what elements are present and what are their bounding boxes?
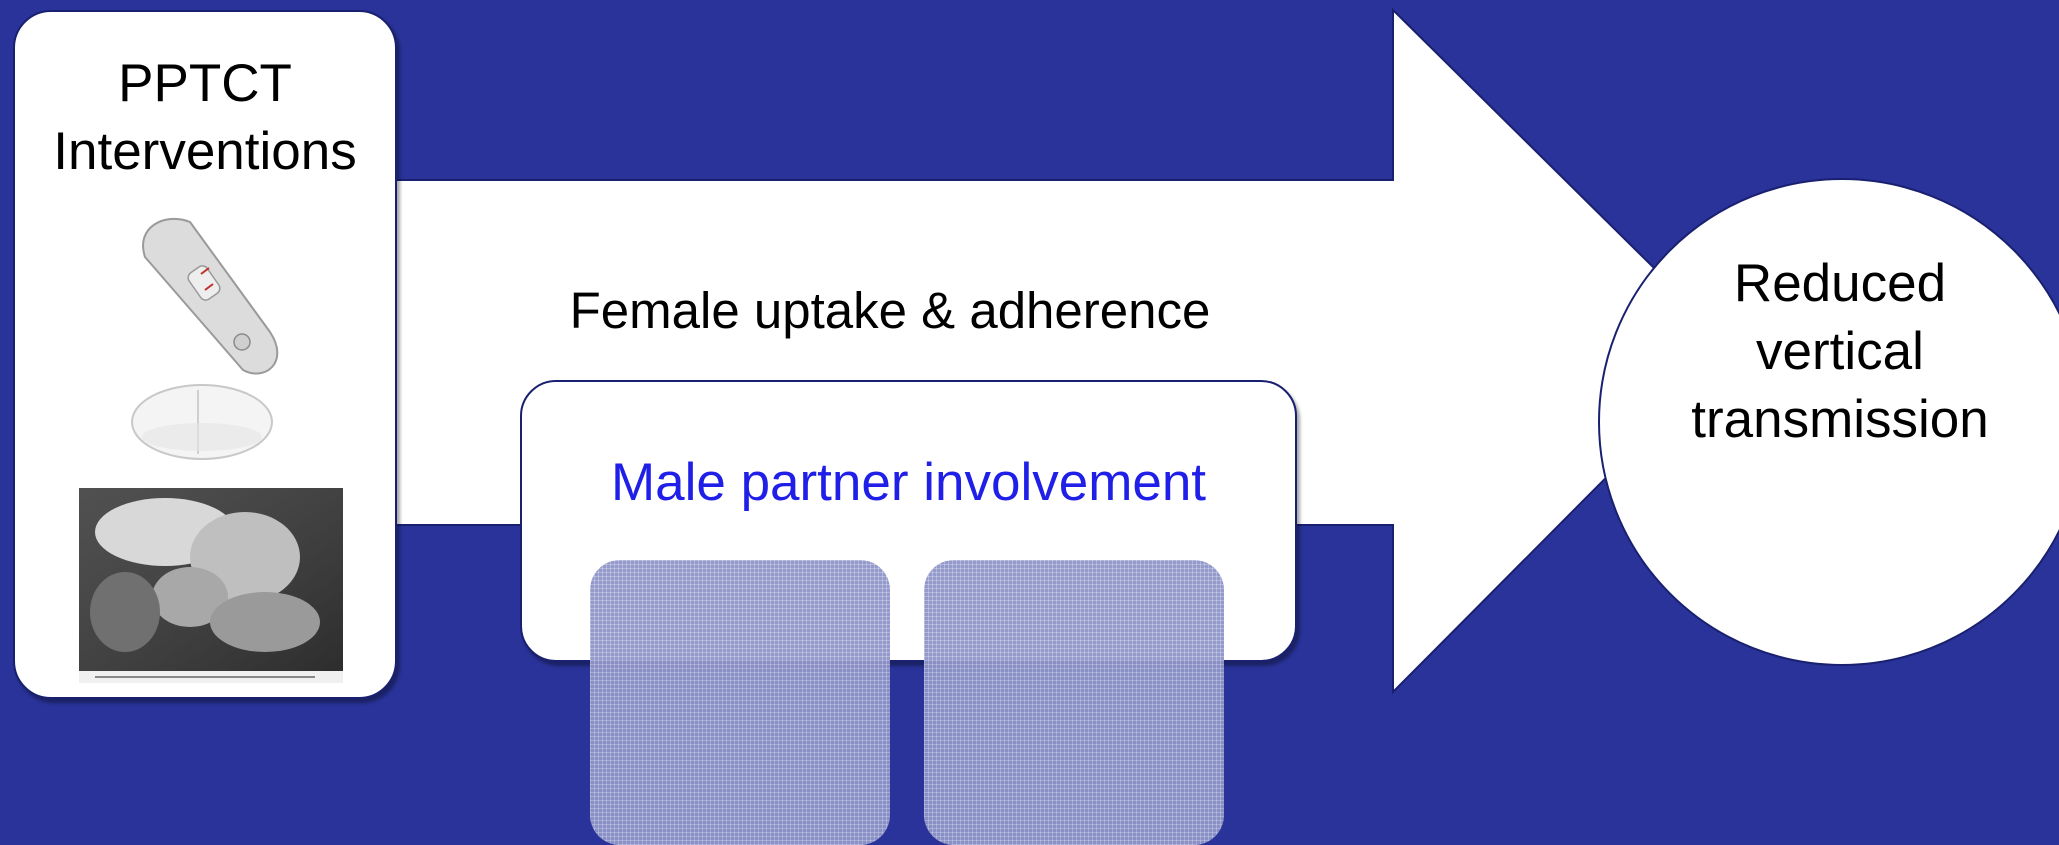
- outcome-label: Reduced vertical transmission: [1600, 250, 2059, 454]
- placeholder-patch-left: [590, 560, 890, 845]
- outcome-line2: vertical: [1756, 322, 1924, 381]
- interventions-images: [79, 217, 343, 683]
- interventions-title: PPTCT Interventions: [15, 50, 395, 186]
- outcome-line3: transmission: [1691, 390, 1989, 449]
- female-uptake-label: Female uptake & adherence: [569, 282, 1211, 339]
- antiretroviral-pill-icon: [131, 384, 273, 460]
- outcome-line1: Reduced: [1733, 254, 1947, 313]
- interventions-title-line1: PPTCT: [118, 54, 292, 113]
- interventions-panel: PPTCT Interventions: [13, 10, 397, 699]
- outcome-circle: [1598, 178, 2059, 666]
- hiv-test-kit-icon: [142, 217, 279, 375]
- interventions-title-line2: Interventions: [53, 122, 357, 181]
- male-involvement-label: Male partner involvement: [610, 453, 1207, 512]
- breastfeeding-photo: [79, 488, 343, 683]
- placeholder-patch-right: [924, 560, 1224, 845]
